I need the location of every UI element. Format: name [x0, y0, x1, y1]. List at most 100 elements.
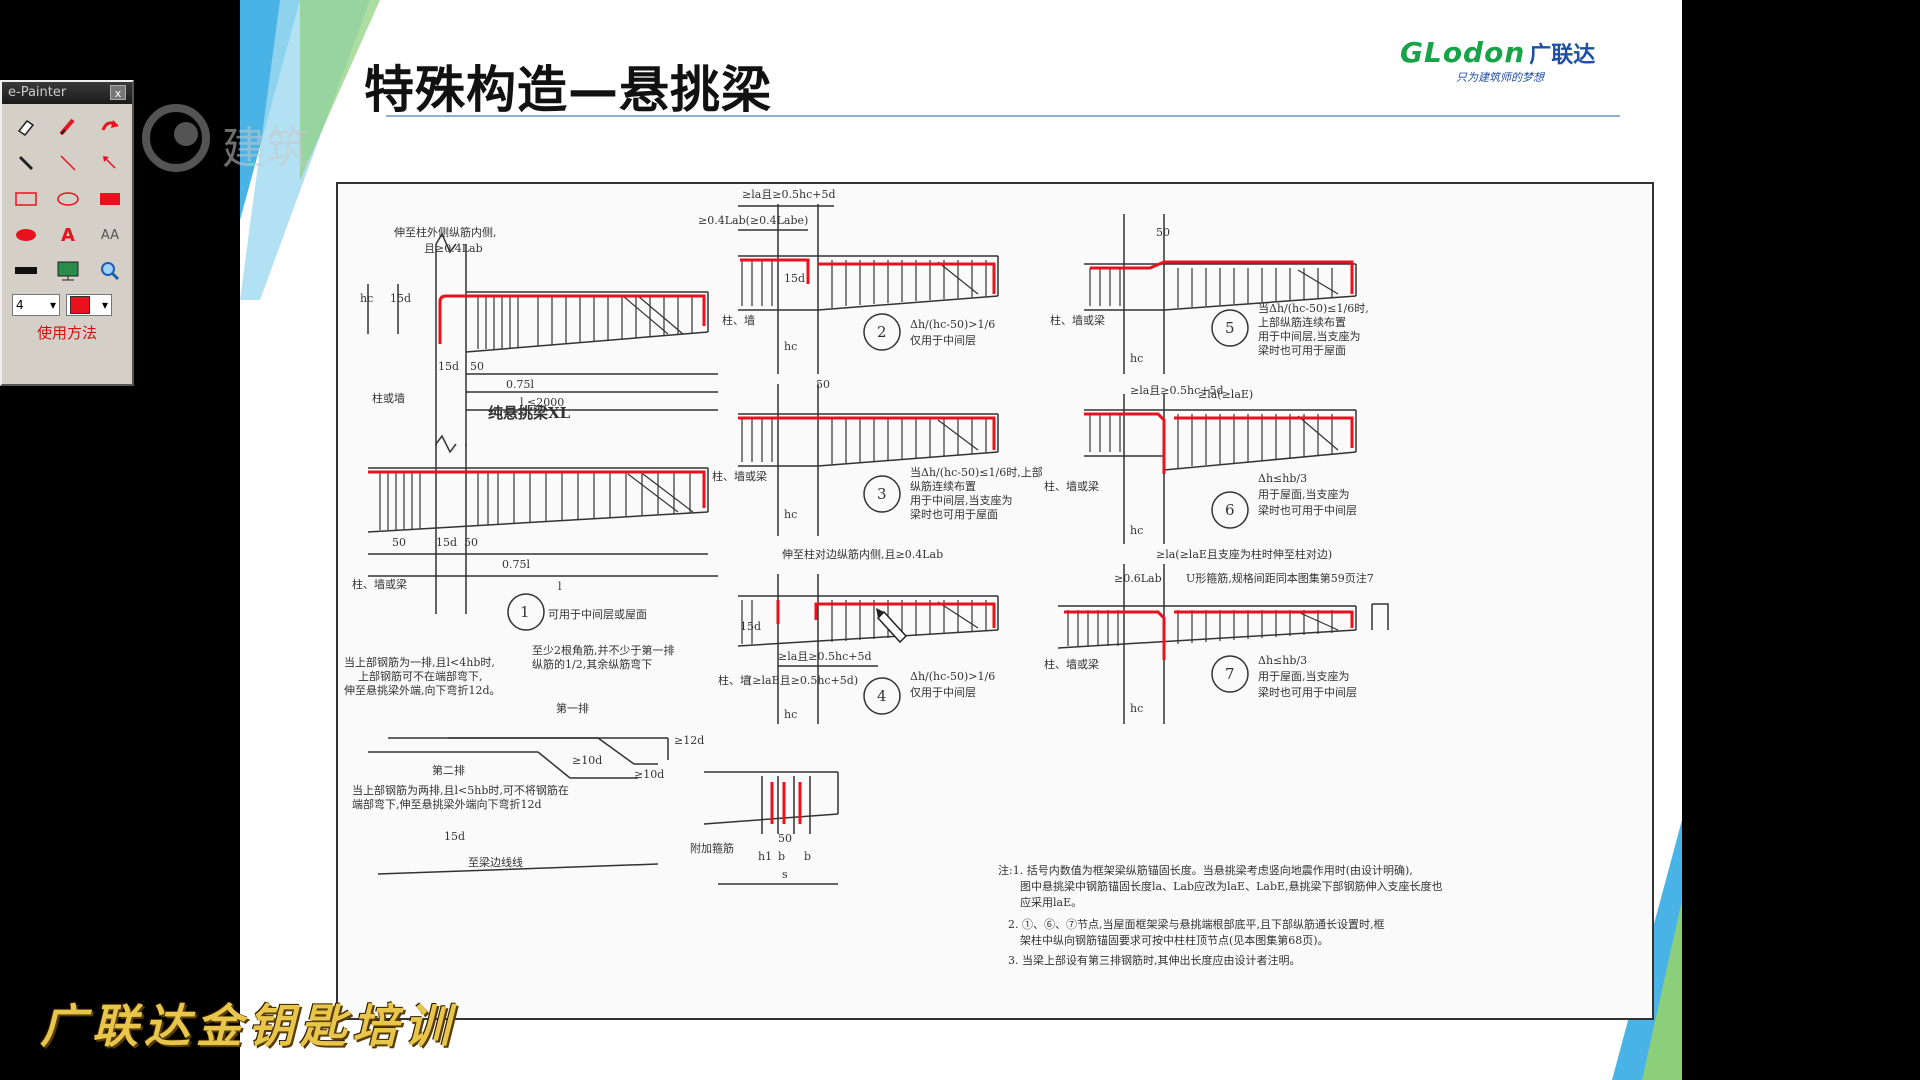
black-bar-icon[interactable]	[8, 254, 44, 288]
d8-50: 50	[778, 832, 792, 845]
d6-dim-top: ≥la且≥0.5hc+5d	[1130, 384, 1224, 397]
d3-cond1: 当Δh/(hc-50)≤1/6时,上部	[910, 465, 1043, 479]
detail-3	[738, 384, 999, 536]
d4-la: ≥la且≥0.5hc+5d	[778, 650, 872, 663]
training-caption: 广联达金钥匙培训	[40, 999, 456, 1053]
d6-node-no: 6	[1225, 501, 1235, 519]
note-c2: 端部弯下,伸至悬挑梁外端向下弯折12d	[352, 797, 542, 811]
note-a1: 当上部钢筋为一排,且l<4hb时,	[344, 655, 495, 669]
d4-cond: Δh/(hc-50)>1/6	[910, 670, 995, 683]
d1-075l: 0.75l	[506, 378, 534, 391]
d4-node-no: 4	[877, 687, 887, 705]
rect-filled-icon[interactable]	[92, 182, 128, 216]
d4-hc: hc	[784, 708, 797, 721]
d5-cond2: 上部纵筋连续布置	[1258, 315, 1346, 329]
line-icon[interactable]	[50, 146, 86, 180]
note-b2: 纵筋的1/2,其余纵筋弯下	[532, 657, 652, 671]
pen-width-select[interactable]: 4 ▾	[12, 294, 60, 316]
d7-hc: hc	[1130, 702, 1143, 715]
d1b-075l: 0.75l	[502, 558, 530, 571]
d8-b: b	[778, 850, 785, 863]
d6-hc: hc	[1130, 524, 1143, 537]
d2-use: 仅用于中间层	[910, 334, 976, 347]
color-select[interactable]: ▾	[66, 294, 112, 316]
close-button[interactable]: x	[110, 85, 126, 100]
usage-link[interactable]: 使用方法	[36, 324, 97, 342]
d7-cond1: Δh≤hb/3	[1258, 654, 1307, 667]
d1b-node-note: 可用于中间层或屋面	[548, 608, 647, 621]
painter-titlebar[interactable]: e-Painter x	[2, 82, 132, 104]
logo-wordmark: GLodon	[1400, 36, 1526, 69]
d6-cond3: 梁时也可用于中间层	[1258, 503, 1357, 517]
zoom-icon[interactable]	[92, 254, 128, 288]
detail-pure-cantilever	[367, 232, 718, 446]
d1b-50: 50	[392, 536, 406, 549]
d3-cond2: 纵筋连续布置	[910, 479, 976, 493]
d5-cond3: 用于中间层,当支座为	[1258, 329, 1361, 343]
d6-cond1: Δh≤hb/3	[1258, 472, 1307, 485]
detail-6	[1084, 394, 1357, 544]
screen-icon[interactable]	[50, 254, 86, 288]
d2-dim-top: ≥la且≥0.5hc+5d	[742, 188, 836, 201]
arrow-icon[interactable]	[92, 146, 128, 180]
ellipse-filled-icon[interactable]	[8, 218, 44, 252]
detail-2	[738, 204, 999, 374]
slide-title: 特殊构造—悬挑梁	[364, 61, 772, 119]
d1-note-top: 伸至柱外侧纵筋内侧,	[394, 225, 497, 239]
drawing-sheet: 伸至柱外侧纵筋内侧, 且≥0.4Lab 15d hc 15d 50 0.75l …	[336, 182, 1654, 1020]
d4-use: 仅用于中间层	[910, 686, 976, 699]
d3-cond4: 梁时也可用于屋面	[910, 507, 998, 521]
d7-06: ≥0.6Lab	[1114, 572, 1162, 585]
text-icon[interactable]: A	[61, 224, 75, 246]
chevron-down-icon: ▾	[49, 298, 56, 312]
d1b-l: l	[558, 580, 562, 593]
ellipse-outline-icon[interactable]	[50, 182, 86, 216]
note-a3: 伸至悬挑梁外端,向下弯折12d。	[344, 683, 501, 697]
note-d10b: ≥10d	[634, 768, 664, 781]
d5-col-label: 柱、墙或梁	[1050, 313, 1105, 327]
pencil-icon[interactable]	[8, 146, 44, 180]
d2-node-no: 2	[877, 323, 887, 341]
d1b-col-label: 柱、墙或梁	[352, 577, 407, 591]
note-row2: 第二排	[432, 763, 465, 777]
detail-7	[1057, 564, 1389, 724]
d5-cond4: 梁时也可用于屋面	[1258, 343, 1346, 357]
note-b1: 至少2根角筋,并不少于第一排	[532, 643, 675, 657]
d1b-15d: 15d	[436, 536, 457, 549]
d5-cond1: 当Δh/(hc-50)≤1/6时,	[1258, 301, 1369, 315]
font-size-icon[interactable]: AA	[100, 227, 120, 243]
marker-icon[interactable]	[50, 110, 86, 144]
detail-4	[737, 574, 999, 724]
d1-caption: 纯悬挑梁XL	[488, 404, 571, 422]
footnote-1c: 应采用laE。	[1020, 895, 1082, 909]
d1b-node-no: 1	[520, 603, 530, 621]
d1b-50b: 50	[464, 536, 478, 549]
d5-node-no: 5	[1225, 319, 1235, 337]
cantilever-beam-drawing: 伸至柱外侧纵筋内侧, 且≥0.4Lab 15d hc 15d 50 0.75l …	[344, 188, 1443, 967]
d7-cond2: 用于屋面,当支座为	[1258, 669, 1350, 683]
note-row1: 第一排	[556, 701, 589, 715]
eraser-icon[interactable]	[8, 110, 44, 144]
d1-15d: 15d	[390, 292, 411, 305]
d1-note-top2: 且≥0.4Lab	[424, 242, 483, 255]
color-swatch	[70, 296, 90, 314]
d2-col-label: 柱、墙	[722, 313, 755, 327]
rect-outline-icon[interactable]	[8, 182, 44, 216]
chevron-down-icon: ▾	[101, 298, 108, 312]
d7-cond3: 梁时也可用于中间层	[1258, 685, 1357, 699]
d7-node-no: 7	[1225, 665, 1235, 683]
logo-slogan: 只为建筑师的梦想	[1456, 71, 1544, 84]
d6-dim-side: ≥la(≥laE)	[1198, 388, 1253, 401]
undo-pen-icon[interactable]	[92, 110, 128, 144]
watermark-logo: 建筑	[136, 100, 366, 180]
d6-col-label: 柱、墙或梁	[1044, 479, 1099, 493]
footnote-3: 3. 当梁上部设有第三排钢筋时,其伸出长度应由设计者注明。	[1008, 953, 1301, 967]
decor-left-shape	[240, 0, 380, 300]
d5-50: 50	[1156, 226, 1170, 239]
d8-h1: h1	[758, 850, 772, 863]
d4-col-label: 柱、墙	[718, 673, 751, 687]
d3-col-label: 柱、墙或梁	[712, 469, 767, 483]
detail-5	[1084, 214, 1357, 374]
d8-s: s	[782, 868, 788, 881]
